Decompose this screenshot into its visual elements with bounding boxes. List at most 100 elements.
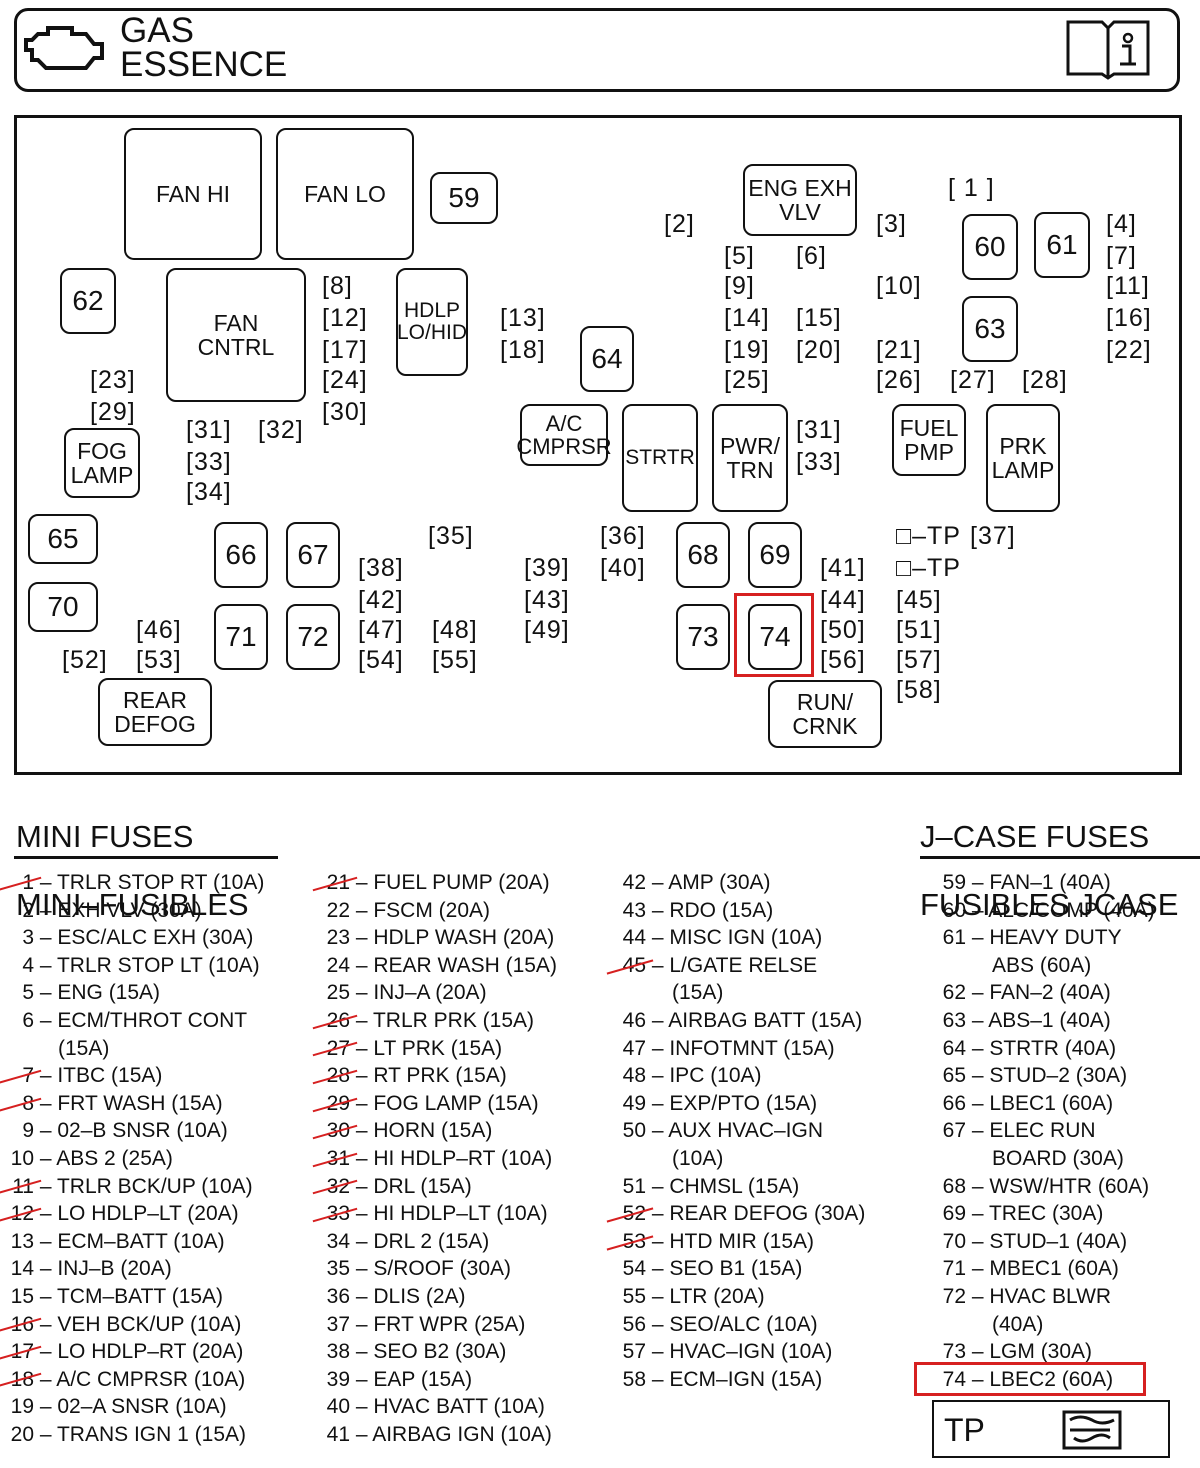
fuse-legend-entry: 23 – HDLP WASH (20A) — [316, 924, 557, 952]
relay-fuel-pmp: FUEL PMP — [892, 404, 966, 476]
slot-8: [8] — [322, 272, 353, 300]
fuse-number: 27 — [316, 1035, 350, 1063]
fuse-description: – AIRBAG BATT (15A) — [646, 1008, 863, 1032]
mini-fuses-title-line2: MINI–FUSIBLES — [16, 887, 249, 922]
fuse-number: 50 — [622, 1119, 646, 1143]
fuse-description: – FAN–1 (40A) — [966, 871, 1111, 894]
fuse-number: 69 — [942, 1202, 966, 1226]
fuse-number: 65 — [942, 1064, 966, 1088]
slot-4: [4] — [1106, 210, 1137, 238]
fuse-number: 17 — [0, 1338, 34, 1366]
fuse-description: – L/GATE RELSE — [646, 953, 818, 977]
fuse-number: 46 — [622, 1008, 646, 1032]
fuse-description: – HDLP WASH (20A) — [350, 926, 555, 950]
fuse-number: 8 — [0, 1090, 34, 1118]
relay-strtr: STRTR — [622, 404, 698, 512]
fuse-description: – VEH BCK/UP (10A) — [34, 1312, 242, 1336]
fuse-legend-entry: 28 – RT PRK (15A) — [316, 1062, 557, 1090]
fuse-description-continued: ABS (60A) — [992, 953, 1092, 977]
fuse-number: 11 — [0, 1173, 34, 1201]
fuse-description: – INJ–A (20A) — [350, 981, 487, 1005]
fuse-description: – DRL 2 (15A) — [350, 1229, 490, 1253]
fuse-description: – CHMSL (15A) — [646, 1174, 800, 1198]
fuse-number: 34 — [326, 1229, 350, 1253]
fuse-legend-entry: 58 – ECM–IGN (15A) — [610, 1366, 865, 1394]
fuse-number: 38 — [326, 1340, 350, 1364]
fuse-legend-entry: 9 – 02–B SNSR (10A) — [0, 1117, 264, 1145]
slot-40: [40] — [600, 554, 646, 582]
fuse-number: 52 — [610, 1200, 646, 1228]
fuse-description: – MBEC1 (60A) — [966, 1257, 1119, 1281]
fuse-description: – DLIS (2A) — [350, 1284, 466, 1308]
fuse-number: 56 — [622, 1312, 646, 1336]
fuse-number: 73 — [942, 1340, 966, 1364]
relay-prk-lamp: PRK LAMP — [986, 404, 1060, 512]
slot-17: [17] — [322, 336, 368, 364]
highlight-fuse-74 — [734, 593, 814, 677]
fuse-description: – STRTR (40A) — [966, 1036, 1117, 1060]
slot-27: [27] — [950, 366, 996, 394]
fuse-description: – TRLR BCK/UP (10A) — [34, 1174, 253, 1198]
fuse-legend-entry: 51 – CHMSL (15A) — [610, 1173, 865, 1201]
fuse-legend-entry: 53 – HTD MIR (15A) — [610, 1228, 865, 1256]
jcase-fuses-underline — [920, 856, 1200, 859]
fuse-legend-entry: 1 – TRLR STOP RT (10A) — [0, 869, 264, 897]
fuse-description: – ECM–IGN (15A) — [646, 1367, 823, 1391]
slot-20: [20] — [796, 336, 842, 364]
fuse-number: 16 — [0, 1311, 34, 1339]
fuse-number: 59 — [942, 871, 966, 894]
fuse-number: 72 — [942, 1284, 966, 1308]
fuse-description: – HI HDLP–LT (10A) — [350, 1202, 548, 1226]
slot-13: [13] — [500, 304, 546, 332]
slot-42: [42] — [358, 586, 404, 614]
fuse-number: 13 — [10, 1229, 34, 1253]
fuse-description: – EXH VLV (30A) — [34, 898, 202, 922]
slot-31-left: [31] — [186, 416, 232, 444]
fuse-number: 30 — [316, 1117, 350, 1145]
relay-fan-cntrl: FAN CNTRL — [166, 268, 306, 402]
jcase-fuse-74: 74 — [748, 604, 802, 670]
slot-14: [14] — [724, 304, 770, 332]
fuse-description: – MISC IGN (10A) — [646, 926, 823, 950]
slot-24: [24] — [322, 366, 368, 394]
slot-3: [3] — [876, 210, 907, 238]
jcase-fuses-title-line1: J–CASE FUSES — [920, 819, 1150, 854]
slot-30: [30] — [322, 398, 368, 426]
fuse-number: 74 — [942, 1367, 966, 1391]
fuse-legend-entry: 45 – L/GATE RELSE — [610, 952, 865, 980]
fuse-description: – WSW/HTR (60A) — [966, 1174, 1150, 1198]
fuse-description-continued: (10A) — [672, 1146, 724, 1170]
fuse-number: 43 — [622, 898, 646, 922]
fuse-number: 48 — [622, 1064, 646, 1088]
fuse-description: – STUD–2 (30A) — [966, 1064, 1128, 1088]
slot-28: [28] — [1022, 366, 1068, 394]
slot-34: [34] — [186, 478, 232, 506]
tp-slot-1: □–TP — [896, 522, 961, 550]
slot-22: [22] — [1106, 336, 1152, 364]
mini-fuses-column-3: 42 – AMP (30A)43 – RDO (15A)44 – MISC IG… — [610, 869, 866, 1394]
fuse-number: 55 — [622, 1284, 646, 1308]
fuse-legend-entry: 74 – LBEC2 (60A) — [930, 1366, 1155, 1394]
fuse-description: – LT PRK (15A) — [350, 1036, 503, 1060]
fuse-description: – ABS 2 (25A) — [34, 1146, 173, 1170]
fuse-legend-entry: 12 – LO HDLP–LT (20A) — [0, 1200, 264, 1228]
fuse-number: 7 — [0, 1062, 34, 1090]
jcase-fuse-72: 72 — [286, 604, 340, 670]
fuse-description: – TCM–BATT (15A) — [34, 1284, 224, 1308]
fuse-legend-entry: 36 – DLIS (2A) — [316, 1283, 557, 1311]
slot-41: [41] — [820, 554, 866, 582]
relay-fan-hi: FAN HI — [124, 128, 262, 260]
jcase-fuse-67: 67 — [286, 522, 340, 588]
fuse-number: 57 — [622, 1340, 646, 1364]
fuse-description: – ECM/THROT CONT — [34, 1008, 248, 1032]
fuse-number: 5 — [22, 981, 34, 1005]
fuse-description: – ABS–1 (40A) — [966, 1008, 1111, 1032]
fuse-description: – ECM–BATT (10A) — [34, 1229, 225, 1253]
fuse-description: – ENG (15A) — [34, 981, 161, 1005]
fuse-description: – 02–A SNSR (10A) — [34, 1395, 227, 1419]
jcase-fuses-title-line2: FUSIBLES JCASE — [920, 887, 1179, 922]
slot-54: [54] — [358, 646, 404, 674]
fuse-legend-entry: 68 – WSW/HTR (60A) — [930, 1173, 1155, 1201]
fuse-legend-entry: 31 – HI HDLP–RT (10A) — [316, 1145, 557, 1173]
fuse-description: – REAR WASH (15A) — [350, 953, 557, 977]
